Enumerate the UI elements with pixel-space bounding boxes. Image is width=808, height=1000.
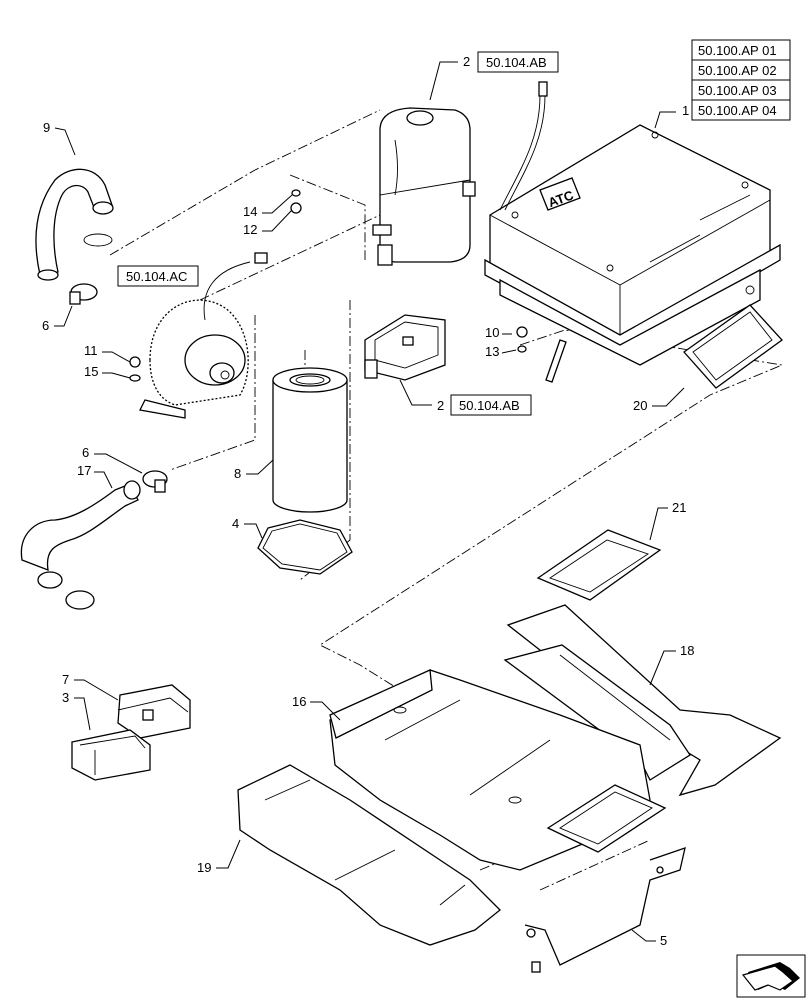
- callout-1[interactable]: 1: [682, 103, 689, 118]
- callout-16[interactable]: 16: [292, 694, 306, 709]
- rectangular-seal[interactable]: [683, 304, 783, 389]
- part-16-callout: 16: [292, 694, 341, 721]
- nut-and-washer-center[interactable]: [290, 189, 302, 214]
- callout-2b[interactable]: 2: [437, 398, 444, 413]
- reference-table: 50.100.AP 01 50.100.AP 02 50.100.AP 03 5…: [691, 39, 791, 121]
- callout-15[interactable]: 15: [84, 364, 98, 379]
- atc-control-unit[interactable]: ATC: [484, 124, 781, 366]
- callout-20[interactable]: 20: [633, 398, 647, 413]
- callout-3[interactable]: 3: [62, 690, 69, 705]
- main-air-duct[interactable]: [329, 669, 667, 871]
- part-7-callout: 7: [62, 672, 119, 701]
- part-3-callout: 3: [62, 690, 91, 731]
- ref-table-row-2[interactable]: 50.100.AP 02: [698, 63, 777, 78]
- callout-14[interactable]: 14: [243, 204, 257, 219]
- ref-table-row-3[interactable]: 50.100.AP 03: [698, 83, 777, 98]
- part-2-callout-bottom: 2 50.104.AB: [399, 379, 532, 416]
- part-11-15-callouts: 11 15: [84, 343, 131, 379]
- callout-5[interactable]: 5: [660, 933, 667, 948]
- ref-50-104-ac[interactable]: 50.104.AC: [126, 269, 187, 284]
- air-vent-outlet[interactable]: [117, 684, 191, 739]
- reservoir-tank[interactable]: [372, 107, 476, 266]
- mounting-clamp[interactable]: [364, 314, 446, 381]
- ref-table-row-1[interactable]: 50.100.AP 01: [698, 43, 777, 58]
- hose-upper[interactable]: [35, 168, 114, 281]
- part-14-12-callouts: 14 12: [243, 194, 293, 237]
- frame-seal[interactable]: [536, 529, 662, 601]
- callout-18[interactable]: 18: [680, 643, 694, 658]
- hose-clamp-lower[interactable]: [65, 470, 168, 610]
- callout-2a[interactable]: 2: [463, 54, 470, 69]
- duct-liner[interactable]: [503, 604, 782, 797]
- part-1-callout: 1: [654, 103, 689, 129]
- part-19-callout: 19: [197, 839, 241, 875]
- lower-air-duct[interactable]: [237, 764, 501, 946]
- temperature-probe[interactable]: [545, 339, 567, 383]
- nut-and-washer-left[interactable]: [129, 356, 141, 382]
- callout-19[interactable]: 19: [197, 860, 211, 875]
- blower-motor[interactable]: [139, 252, 268, 419]
- ref-50-104-ab-bottom[interactable]: 50.104.AB: [459, 398, 520, 413]
- wire-harness: [499, 81, 548, 211]
- nut-and-washer-right[interactable]: [516, 326, 528, 353]
- part-6-callout-lower: 6: [82, 445, 143, 474]
- callout-17[interactable]: 17: [77, 463, 91, 478]
- callout-6b[interactable]: 6: [82, 445, 89, 460]
- part-50-104-ac-ref: 50.104.AC: [117, 265, 199, 287]
- part-18-callout: 18: [649, 643, 694, 686]
- callout-21[interactable]: 21: [672, 500, 686, 515]
- part-4-callout: 4: [232, 516, 263, 539]
- callout-8[interactable]: 8: [234, 466, 241, 481]
- callout-9[interactable]: 9: [43, 120, 50, 135]
- part-2-callout-top: 2 50.104.AB: [429, 51, 559, 101]
- support-bracket[interactable]: [524, 847, 686, 973]
- filter-element[interactable]: [272, 367, 348, 513]
- callout-13[interactable]: 13: [485, 344, 499, 359]
- ref-50-104-ab-top[interactable]: 50.104.AB: [486, 55, 547, 70]
- part-5-callout: 5: [631, 929, 667, 948]
- part-9-callout: 9: [43, 120, 76, 156]
- part-6-callout-top: 6: [42, 305, 73, 333]
- part-21-callout: 21: [649, 500, 686, 541]
- part-17-callout: 17: [77, 463, 113, 489]
- callout-4[interactable]: 4: [232, 516, 239, 531]
- next-page-arrow-icon[interactable]: [736, 954, 806, 998]
- ref-table-row-4[interactable]: 50.100.AP 04: [698, 103, 777, 118]
- part-10-13-callouts: 10 13: [485, 325, 517, 359]
- part-8-callout: 8: [234, 459, 274, 481]
- filter-gasket[interactable]: [257, 519, 353, 575]
- part-20-callout: 20: [633, 387, 685, 413]
- hose-lower[interactable]: [20, 480, 141, 589]
- callout-7[interactable]: 7: [62, 672, 69, 687]
- hose-clamp-top[interactable]: [69, 283, 98, 305]
- callout-6a[interactable]: 6: [42, 318, 49, 333]
- vent-housing[interactable]: [71, 729, 151, 781]
- callout-11[interactable]: 11: [84, 343, 98, 358]
- callout-10[interactable]: 10: [485, 325, 499, 340]
- callout-12[interactable]: 12: [243, 222, 257, 237]
